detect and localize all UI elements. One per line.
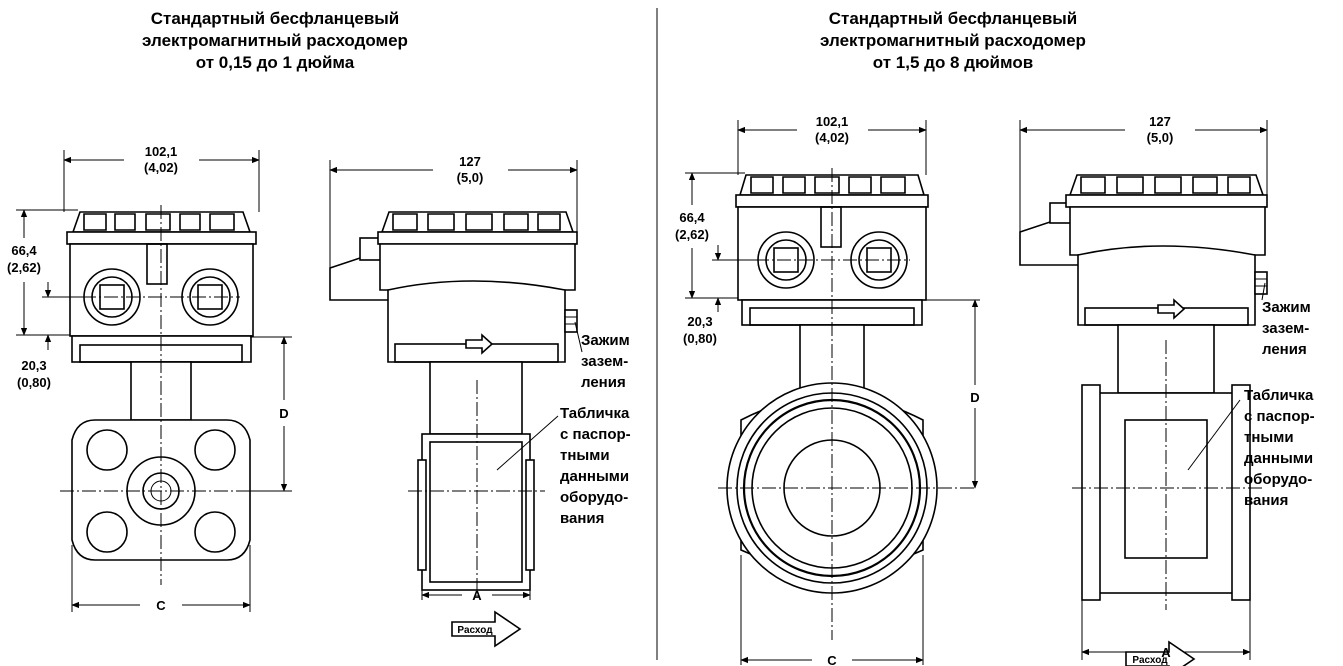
- right-front-height-mm: 66,4: [679, 210, 705, 225]
- right-front-dim-d: D: [970, 390, 979, 405]
- left-plate-line-5: оборудо-: [560, 489, 628, 506]
- right-front-lower-in: (0,80): [683, 331, 717, 346]
- right-flow-label: Расход: [1132, 655, 1168, 666]
- right-front-width-in: (4,02): [815, 130, 849, 145]
- left-side-width-in: (5,0): [457, 170, 484, 185]
- left-front-lower-mm: 20,3: [21, 358, 46, 373]
- left-plate-line-3: тными: [560, 447, 610, 464]
- left-plate-line-4: данными: [560, 468, 629, 485]
- left-title: Стандартный бесфланцевый электромагнитны…: [142, 9, 408, 72]
- right-plate-line-1: Табличка: [1244, 387, 1314, 404]
- right-plate-line-4: данными: [1244, 450, 1313, 467]
- left-front-width-mm: 102,1: [145, 144, 178, 159]
- right-front-view: [685, 120, 980, 665]
- left-ground-line-2: зазем-: [581, 353, 628, 370]
- right-side-view: [1019, 120, 1268, 666]
- left-ground-line-3: ления: [581, 374, 626, 391]
- right-plate-line-2: с паспор-: [1244, 408, 1315, 425]
- right-plate-line-6: вания: [1244, 492, 1288, 509]
- left-front-height-mm: 66,4: [11, 243, 37, 258]
- left-plate-line-1: Табличка: [560, 405, 630, 422]
- right-front-lower-mm: 20,3: [687, 314, 712, 329]
- right-plate-line-5: оборудо-: [1244, 471, 1312, 488]
- right-plate-line-3: тными: [1244, 429, 1294, 446]
- right-ground-line-1: Зажим: [1262, 299, 1311, 316]
- left-plate-line-2: с паспор-: [560, 426, 631, 443]
- right-front-width-mm: 102,1: [816, 114, 849, 129]
- left-front-dim-c: C: [156, 598, 166, 613]
- left-front-height-in: (2,62): [7, 260, 41, 275]
- right-side-width-in: (5,0): [1147, 130, 1174, 145]
- left-side-width-mm: 127: [459, 154, 481, 169]
- right-ground-line-3: ления: [1262, 341, 1307, 358]
- right-title: Стандартный бесфланцевый электромагнитны…: [820, 9, 1086, 72]
- left-front-width-in: (4,02): [144, 160, 178, 175]
- left-plate-line-6: вания: [560, 510, 604, 527]
- left-front-dim-d: D: [279, 406, 288, 421]
- left-front-view: [16, 150, 292, 612]
- left-side-view: [329, 160, 583, 648]
- right-front-dim-c: C: [827, 653, 837, 666]
- right-side-dim-a: A: [1161, 645, 1171, 660]
- left-flow-label: Расход: [457, 625, 493, 636]
- left-ground-line-1: Зажим: [581, 332, 630, 349]
- left-side-dim-a: A: [472, 588, 482, 603]
- right-ground-line-2: зазем-: [1262, 320, 1309, 337]
- left-front-lower-in: (0,80): [17, 375, 51, 390]
- right-side-width-mm: 127: [1149, 114, 1171, 129]
- right-front-height-in: (2,62): [675, 227, 709, 242]
